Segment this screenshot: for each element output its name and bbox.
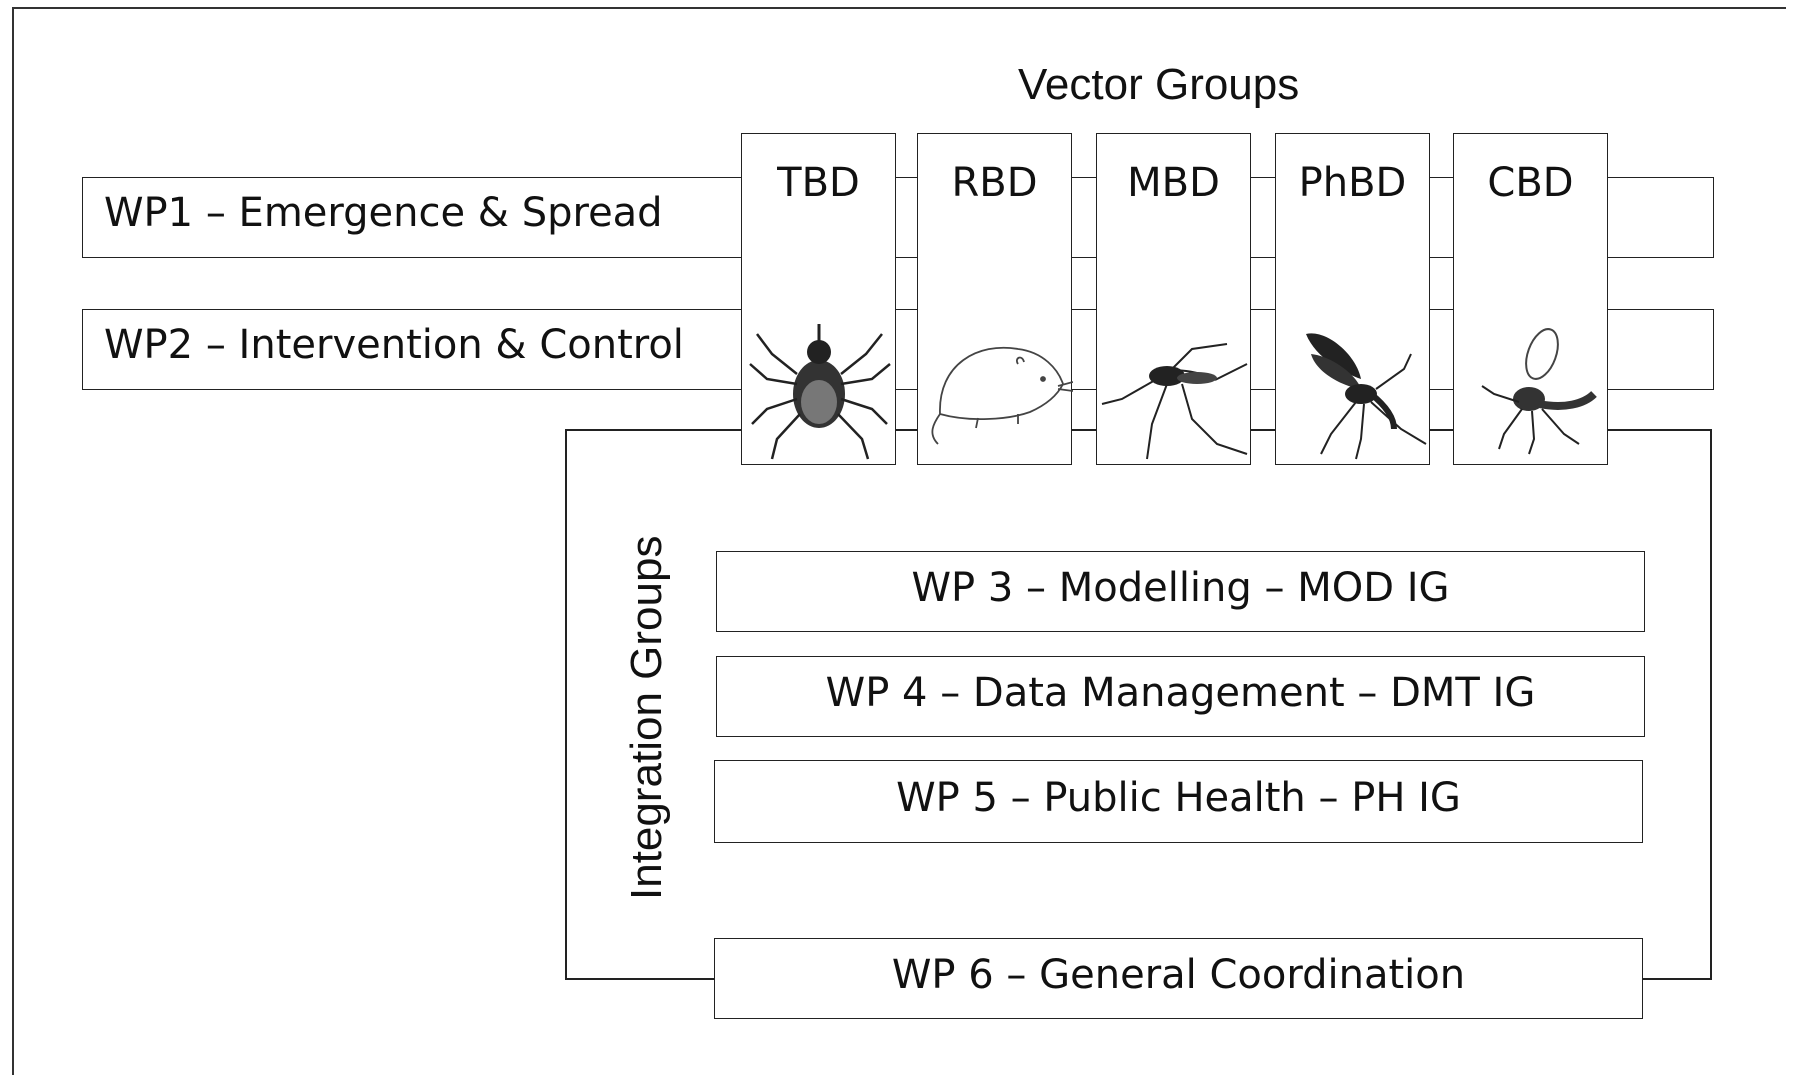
wp2-label: WP2 – Intervention & Control bbox=[104, 322, 684, 368]
vector-groups-title: Vector Groups bbox=[1018, 60, 1300, 109]
wp4-box: WP 4 – Data Management – DMT IG bbox=[716, 656, 1645, 737]
wp1-label: WP1 – Emergence & Spread bbox=[104, 190, 663, 236]
vector-column-rbd: RBD bbox=[917, 133, 1073, 465]
integration-bracket-left bbox=[565, 429, 567, 980]
wp4-label: WP 4 – Data Management – DMT IG bbox=[825, 670, 1536, 716]
integration-bracket-right bbox=[1710, 429, 1712, 980]
diagram-frame bbox=[12, 7, 1786, 1075]
wp1-box: WP1 – Emergence & Spread bbox=[82, 177, 1714, 258]
vector-column-tbd: TBD bbox=[741, 133, 896, 465]
vector-label-mbd: MBD bbox=[1127, 160, 1220, 206]
vector-column-mbd: MBD bbox=[1096, 133, 1251, 465]
tick-icon bbox=[749, 324, 891, 460]
midge-icon bbox=[1481, 328, 1597, 455]
wp3-label: WP 3 – Modelling – MOD IG bbox=[911, 565, 1450, 611]
wp6-box: WP 6 – General Coordination bbox=[714, 938, 1643, 1019]
mosquito-icon bbox=[1101, 343, 1248, 460]
vector-label-cbd: CBD bbox=[1487, 160, 1574, 206]
wp3-box: WP 3 – Modelling – MOD IG bbox=[716, 551, 1645, 632]
vector-column-cbd: CBD bbox=[1453, 133, 1608, 465]
vector-column-phbd: PhBD bbox=[1275, 133, 1430, 465]
wp5-box: WP 5 – Public Health – PH IG bbox=[714, 760, 1643, 843]
rodent-icon bbox=[931, 346, 1073, 445]
vector-label-phbd: PhBD bbox=[1298, 160, 1407, 206]
vector-label-rbd: RBD bbox=[951, 160, 1038, 206]
wp5-label: WP 5 – Public Health – PH IG bbox=[896, 775, 1461, 821]
integration-groups-title: Integration Groups bbox=[622, 535, 671, 900]
wp6-label: WP 6 – General Coordination bbox=[891, 952, 1466, 998]
sandfly-icon bbox=[1306, 333, 1427, 460]
vector-label-tbd: TBD bbox=[777, 160, 860, 206]
wp2-box: WP2 – Intervention & Control bbox=[82, 309, 1714, 390]
